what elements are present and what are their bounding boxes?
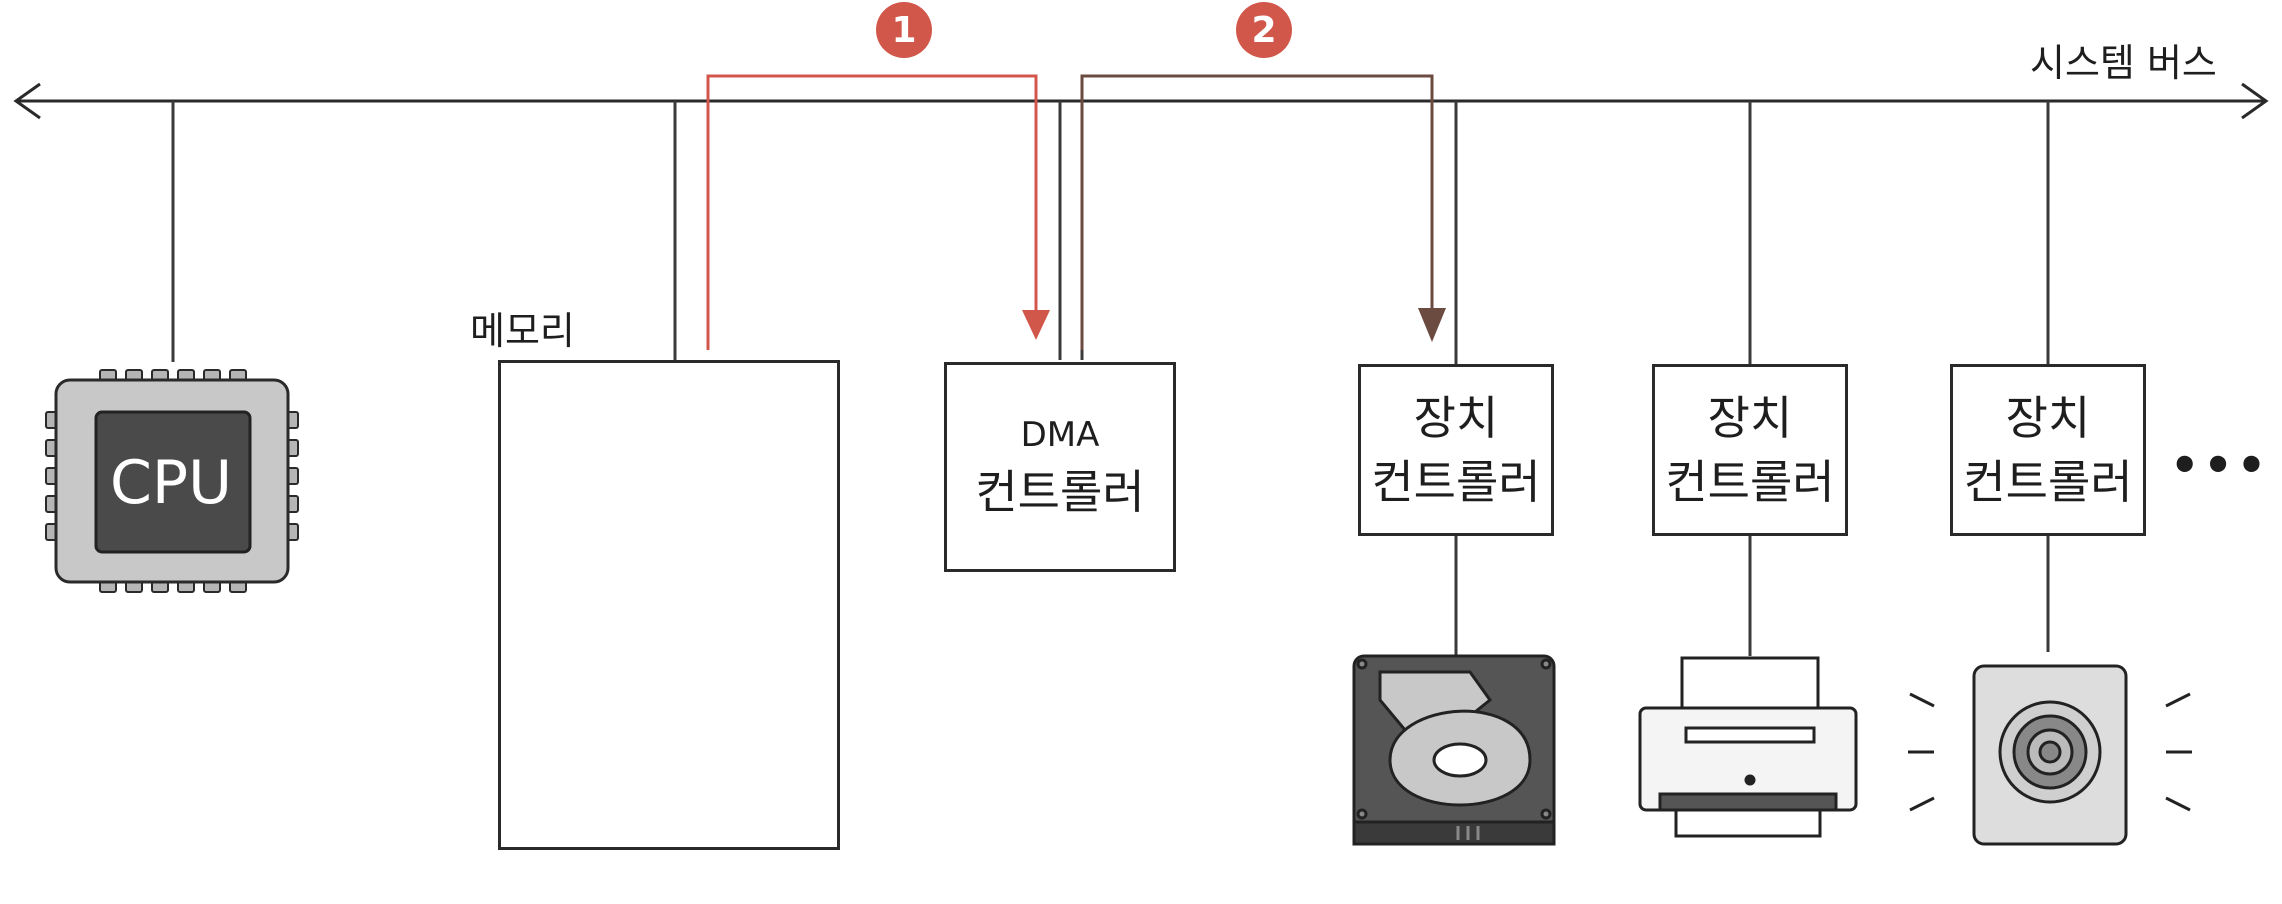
bus-connectors — [171, 101, 2050, 656]
device-controller-speaker: 장치 컨트롤러 — [1950, 364, 2146, 536]
hard-disk-icon — [1352, 654, 1556, 846]
step2-arrow — [1080, 74, 1446, 350]
cpu-chip — [45, 369, 299, 593]
memory-label: 메모리 — [470, 309, 575, 353]
device-controller-subtitle: 컨트롤러 — [1963, 455, 2133, 509]
device-controller-subtitle: 컨트롤러 — [1371, 455, 1541, 509]
device-controller-disk: 장치 컨트롤러 — [1358, 364, 1554, 536]
device-controller-printer: 장치 컨트롤러 — [1652, 364, 1848, 536]
system-bus-label: 시스템 버스 — [2030, 41, 2217, 85]
device-controller-title: 장치 — [1707, 391, 1793, 445]
device-controller-subtitle: 컨트롤러 — [1665, 455, 1835, 509]
step-badge-1: 1 — [876, 2, 932, 58]
speaker-icon — [1908, 664, 2192, 846]
cpu-label: CPU — [110, 448, 232, 518]
dma-controller: DMA 컨트롤러 — [944, 362, 1176, 572]
system-bus — [13, 82, 2269, 120]
step1-arrow — [706, 74, 1050, 350]
memory-block — [498, 360, 840, 850]
step-badge-2: 2 — [1236, 2, 1292, 58]
printer-icon — [1638, 656, 1858, 838]
device-controller-title: 장치 — [2005, 391, 2091, 445]
dma-controller-subtitle: 컨트롤러 — [975, 465, 1145, 519]
device-controller-title: 장치 — [1413, 391, 1499, 445]
dma-controller-title: DMA — [1020, 415, 1100, 455]
more-devices-ellipsis: ••• — [2170, 438, 2271, 492]
